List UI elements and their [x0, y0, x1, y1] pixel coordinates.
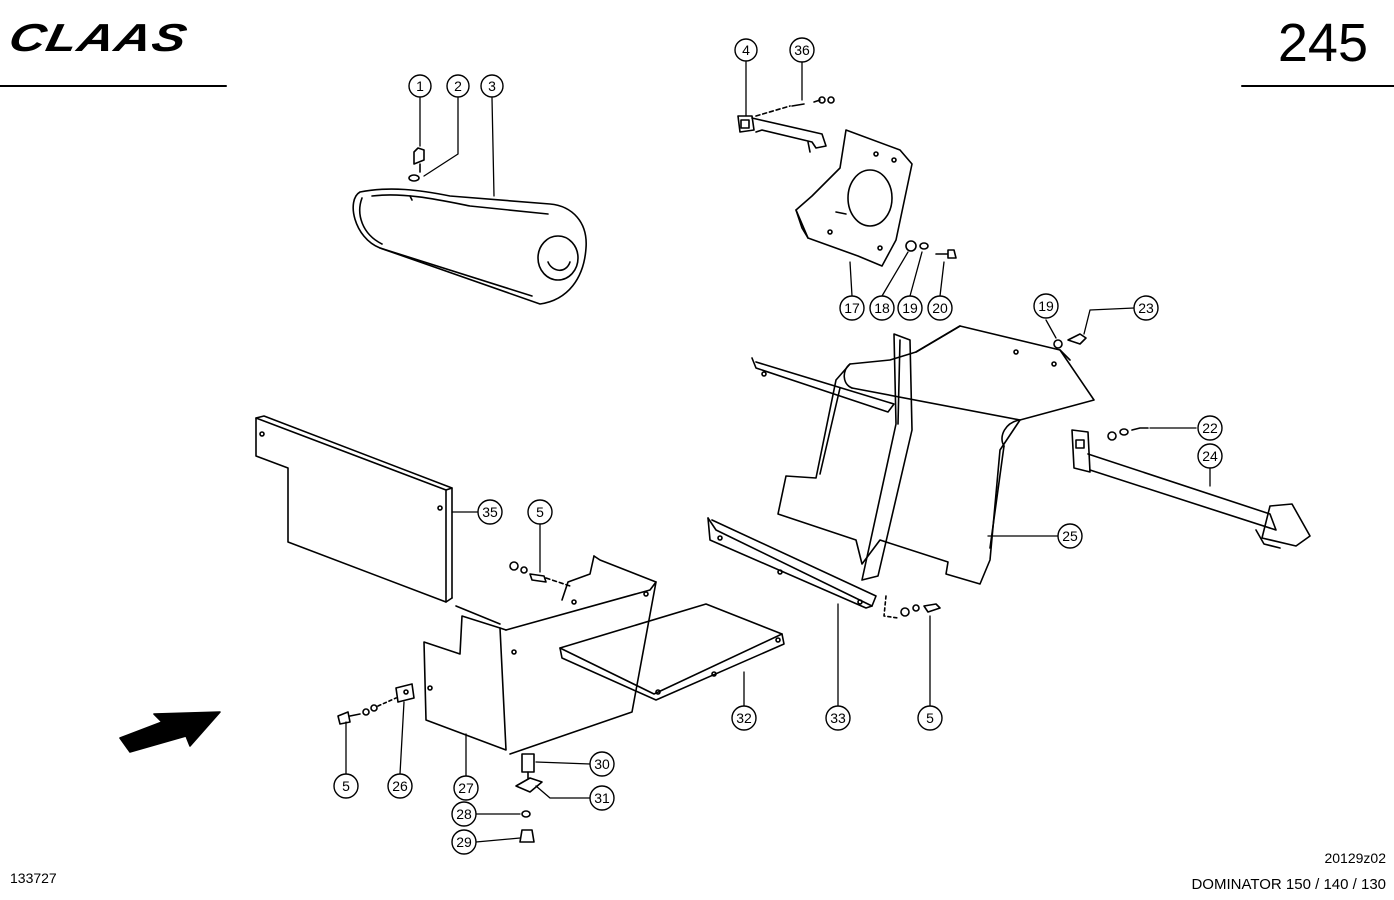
svg-text:20: 20 — [932, 300, 948, 316]
svg-text:25: 25 — [1062, 528, 1078, 544]
svg-text:30: 30 — [594, 756, 610, 772]
drawing-code: 20129z02 — [1324, 850, 1386, 866]
part-lower-strip — [707, 517, 877, 609]
part-fastener-group-5-right — [883, 595, 941, 619]
svg-text:28: 28 — [456, 806, 472, 822]
callout-1: 1 — [408, 74, 432, 98]
svg-text:35: 35 — [482, 504, 498, 520]
callout-20: 20 — [927, 295, 953, 321]
callout-5-right: 5 — [917, 705, 943, 731]
svg-text:3: 3 — [488, 78, 496, 94]
part-fastener-group-5-top — [509, 561, 571, 587]
callout-26: 26 — [387, 773, 413, 799]
callout-17: 17 — [839, 295, 865, 321]
callout-3: 3 — [480, 74, 504, 98]
svg-text:2: 2 — [454, 78, 462, 94]
svg-text:33: 33 — [830, 710, 846, 726]
svg-text:5: 5 — [536, 504, 544, 520]
svg-text:29: 29 — [456, 834, 472, 850]
svg-text:4: 4 — [742, 42, 750, 58]
part-tank-housing — [423, 555, 657, 755]
part-nut-washer-bolt — [905, 240, 957, 259]
callout-29: 29 — [451, 829, 477, 855]
callout-5-left: 5 — [333, 773, 359, 799]
svg-text:19: 19 — [902, 300, 918, 316]
model-range: DOMINATOR 150 / 140 / 130 — [1191, 876, 1386, 893]
svg-text:22: 22 — [1202, 420, 1218, 436]
callout-4: 4 — [734, 38, 758, 62]
svg-text:31: 31 — [594, 790, 610, 806]
callout-5-top: 5 — [527, 499, 553, 525]
part-cover-plate — [795, 129, 913, 267]
callout-18: 18 — [869, 295, 895, 321]
callout-31: 31 — [589, 785, 615, 811]
part-bolt-washer-set-22 — [1107, 427, 1149, 441]
callout-30: 30 — [589, 751, 615, 777]
callout-36: 36 — [789, 37, 815, 63]
callout-27: 27 — [453, 775, 479, 801]
callout-25: 25 — [1057, 523, 1083, 549]
svg-text:1: 1 — [416, 78, 424, 94]
svg-text:19: 19 — [1038, 298, 1054, 314]
callout-35: 35 — [477, 499, 503, 525]
part-belt-guard-cover — [352, 147, 587, 305]
document-number: 133727 — [10, 870, 57, 886]
svg-text:5: 5 — [926, 710, 934, 726]
part-fastener-group-5-left — [337, 683, 415, 725]
callout-2: 2 — [446, 74, 470, 98]
svg-text:18: 18 — [874, 300, 890, 316]
svg-text:24: 24 — [1202, 448, 1218, 464]
part-mount-30-31 — [515, 753, 543, 843]
part-mounting-bracket — [737, 96, 835, 153]
direction-arrow-icon — [119, 711, 221, 753]
svg-text:36: 36 — [794, 42, 810, 58]
svg-text:23: 23 — [1138, 300, 1154, 316]
part-tray-plate — [559, 603, 785, 701]
callout-19a: 19 — [897, 295, 923, 321]
callout-bubbles: 1 2 3 4 36 17 18 19 20 19 23 22 24 25 35… — [333, 37, 1223, 855]
callout-33: 33 — [825, 705, 851, 731]
svg-text:5: 5 — [342, 778, 350, 794]
page-number: 245 — [1277, 13, 1368, 73]
part-frame-rail — [751, 333, 913, 581]
svg-text:32: 32 — [736, 710, 752, 726]
callout-19b: 19 — [1033, 293, 1059, 319]
svg-text:17: 17 — [844, 300, 860, 316]
part-side-panel — [255, 415, 453, 603]
part-chute-housing — [777, 325, 1095, 585]
svg-text:27: 27 — [458, 780, 474, 796]
callout-32: 32 — [731, 705, 757, 731]
callout-28: 28 — [451, 801, 477, 827]
svg-text:26: 26 — [392, 778, 408, 794]
part-support-arm — [1071, 429, 1311, 549]
callout-23: 23 — [1133, 295, 1159, 321]
callout-24: 24 — [1197, 443, 1223, 469]
leader-lines — [345, 61, 1211, 843]
callout-22: 22 — [1197, 415, 1223, 441]
part-bolt-washer-set-23 — [1053, 333, 1087, 349]
